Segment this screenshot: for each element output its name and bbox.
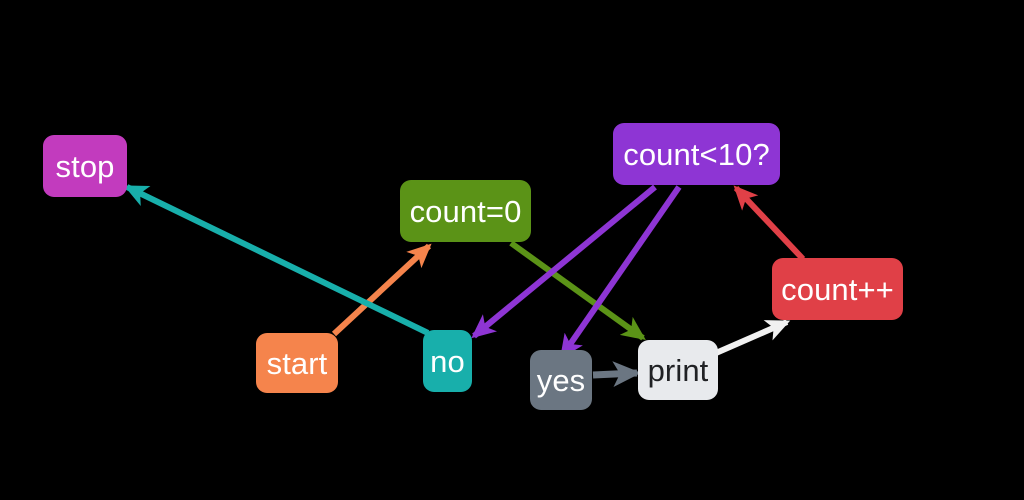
node-countpp[interactable]: count++ xyxy=(772,258,903,320)
node-label: print xyxy=(647,352,709,388)
node-start[interactable]: start xyxy=(256,333,338,393)
node-label: yes xyxy=(536,362,586,398)
node-countlt[interactable]: count<10? xyxy=(613,123,780,185)
edge-yes-to-print xyxy=(592,361,642,388)
node-yes[interactable]: yes xyxy=(530,350,592,410)
node-label: count<10? xyxy=(623,136,770,172)
node-no[interactable]: no xyxy=(423,330,472,392)
edge-count0-to-print xyxy=(509,240,646,341)
node-label: count++ xyxy=(781,271,894,307)
node-label: no xyxy=(430,343,465,379)
node-count0[interactable]: count=0 xyxy=(400,180,531,242)
node-label: count=0 xyxy=(409,193,522,229)
node-label: start xyxy=(266,345,328,381)
edge-print-to-countpp xyxy=(714,319,791,356)
edge-countpp-to-countlt xyxy=(733,185,806,262)
node-label: stop xyxy=(55,148,115,184)
edge-no-to-stop xyxy=(123,184,430,336)
node-print[interactable]: print xyxy=(638,340,718,400)
edge-countlt-to-yes xyxy=(559,185,682,359)
node-stop[interactable]: stop xyxy=(43,135,127,197)
edge-start-to-count0 xyxy=(331,243,432,337)
